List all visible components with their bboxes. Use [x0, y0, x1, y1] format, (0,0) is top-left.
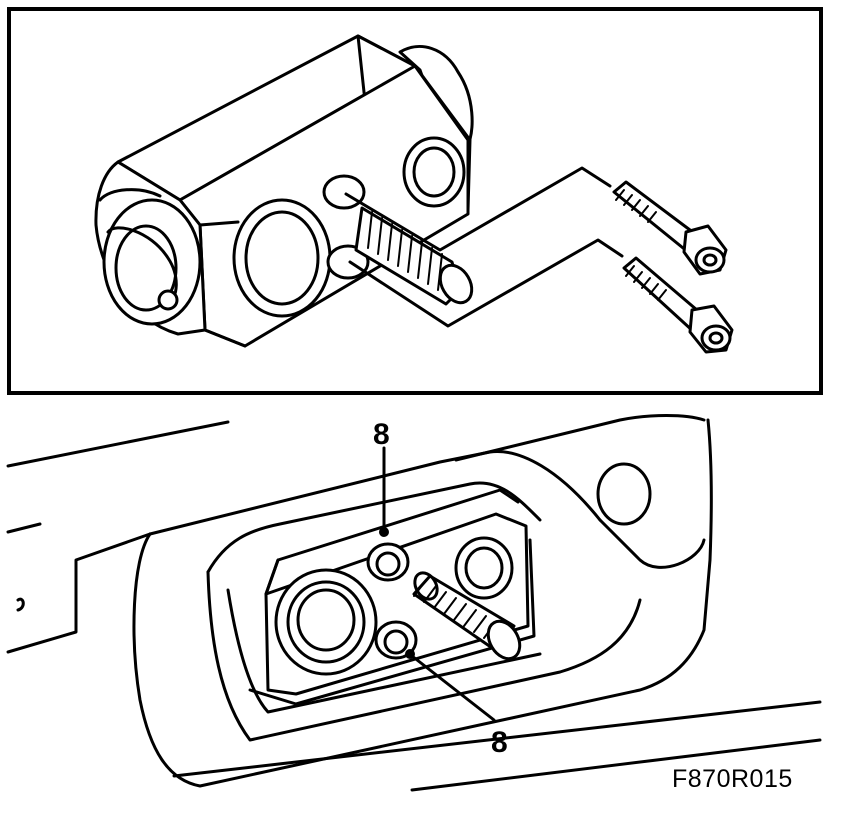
- expansion-valve-icon: [248, 488, 536, 706]
- leader-line-lower: [348, 238, 624, 328]
- figure-code: F870R015: [672, 765, 793, 793]
- callout-leader-lower: [410, 654, 496, 722]
- leader-line-upper: [344, 166, 612, 252]
- o-ring-icon: [366, 542, 410, 582]
- callout-dot-upper: [379, 527, 389, 537]
- bolt-icon: [622, 256, 734, 354]
- stud-icon: [412, 571, 522, 661]
- expansion-valve-icon: [94, 34, 474, 348]
- bulkhead-panel: [6, 414, 822, 792]
- callout-dot-lower: [405, 649, 415, 659]
- callout-label-upper: 8: [373, 418, 390, 451]
- stud-icon: [354, 206, 474, 306]
- o-ring-icon: [374, 620, 418, 660]
- callout-label-lower: 8: [491, 726, 508, 759]
- bolt-icon: [612, 180, 728, 276]
